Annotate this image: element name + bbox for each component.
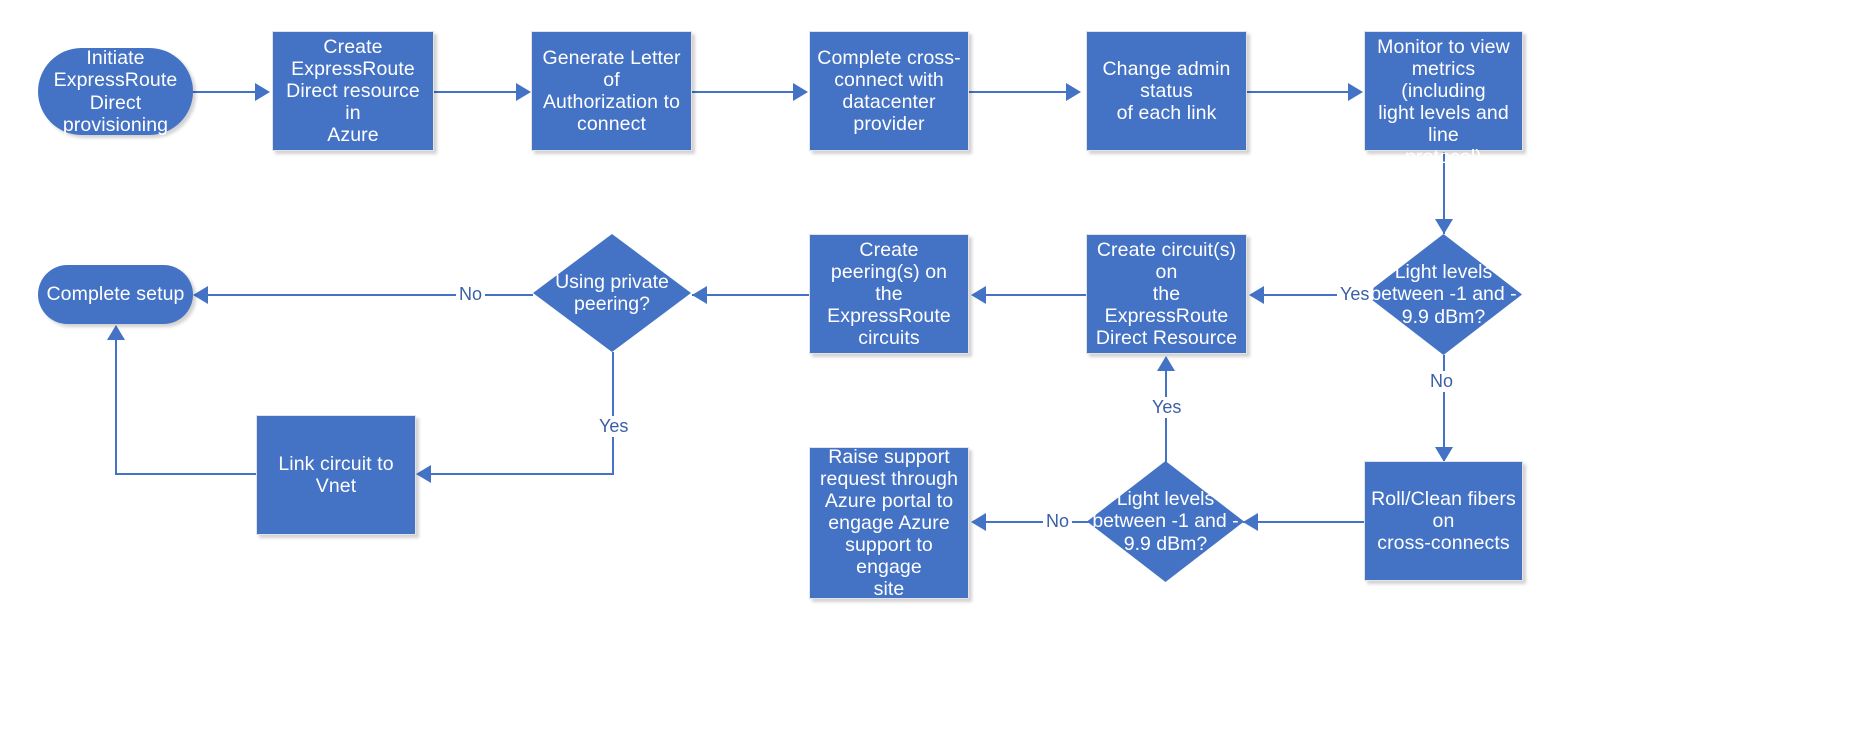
node-create-expressroute-direct[interactable]: Create ExpressRoute Direct resource in A… (272, 31, 434, 151)
node-label: Raise support request through Azure port… (819, 445, 959, 601)
node-using-private-peering-decision[interactable]: Using private peering? (533, 234, 691, 352)
arrowhead-lightlevels2-yes-to-circuits (1157, 356, 1175, 371)
node-label: Complete cross- connect with datacenter … (817, 46, 961, 136)
connector-create-to-loa (434, 91, 516, 93)
arrowhead-lightlevels1-no-to-rollclean (1435, 447, 1453, 462)
node-label: Create ExpressRoute Direct resource in A… (286, 35, 420, 147)
diamond-shape-icon (1087, 461, 1244, 582)
arrowhead-loa-to-crossconnect (793, 83, 808, 101)
connector-lightlevels1-no-to-rollclean (1443, 355, 1445, 461)
connector-admin-to-monitor (1247, 91, 1348, 93)
node-label: Create peering(s) on the ExpressRoute ci… (827, 238, 951, 350)
node-label: Complete setup (46, 283, 185, 306)
node-initiate-provisioning[interactable]: Initiate ExpressRoute Direct provisionin… (38, 47, 193, 136)
arrowhead-circuits-to-peerings (971, 286, 986, 304)
connector-lightlevels2-yes-to-circuits (1165, 371, 1167, 472)
edge-label-privatepeering-no: No (456, 284, 486, 305)
node-light-levels-decision-1[interactable]: Light levels between -1 and - 9.9 dBm? (1365, 234, 1522, 355)
connector-rollclean-to-lightlevels2 (1243, 521, 1365, 523)
arrowhead-peerings-to-privatepeering (692, 286, 707, 304)
arrowhead-linkvnet-to-complete (107, 325, 125, 340)
connector-linkvnet-to-complete-horizontal (115, 473, 256, 475)
arrowhead-create-to-loa (516, 83, 531, 101)
arrowhead-initiate-to-create (255, 83, 270, 101)
node-label: Link circuit to Vnet (278, 452, 394, 497)
arrowhead-crossconnect-to-admin (1066, 83, 1081, 101)
edge-label-lightlevels2-no: No (1043, 511, 1073, 532)
connector-privatepeering-yes-horizontal (431, 473, 614, 475)
node-link-circuit-to-vnet[interactable]: Link circuit to Vnet (256, 415, 416, 535)
node-label: Using private peering? (555, 270, 669, 315)
arrowhead-lightlevels1-yes-to-circuits (1249, 286, 1264, 304)
connector-peerings-to-privatepeering (692, 294, 810, 296)
connector-monitor-to-lightlevels1 (1443, 152, 1445, 234)
arrowhead-lightlevels2-no-to-support (971, 513, 986, 531)
node-label: Roll/Clean fibers on cross-connects (1371, 487, 1516, 555)
connector-lightlevels1-yes-to-circuits (1264, 294, 1382, 296)
arrowhead-privatepeering-yes-to-linkvnet (416, 465, 431, 483)
connector-crossconnect-to-admin (969, 91, 1066, 93)
node-light-levels-decision-2[interactable]: Light levels between -1 and - 9.9 dBm? (1087, 461, 1244, 582)
node-generate-letter-of-authorization[interactable]: Generate Letter of Authorization to conn… (531, 31, 692, 151)
node-label: Light levels between -1 and - 9.9 dBm? (1370, 261, 1517, 328)
node-create-circuits[interactable]: Create circuit(s) on the ExpressRoute Di… (1086, 234, 1247, 354)
node-label: Light levels between -1 and - 9.9 dBm? (1092, 488, 1239, 555)
connector-circuits-to-peerings (986, 294, 1087, 296)
node-label: Change admin status of each link (1102, 57, 1231, 125)
connector-initiate-to-create (193, 91, 255, 93)
arrowhead-privatepeering-no-to-complete (193, 286, 208, 304)
node-raise-support-request[interactable]: Raise support request through Azure port… (809, 445, 969, 601)
node-change-admin-status[interactable]: Change admin status of each link (1086, 31, 1247, 151)
connector-loa-to-crossconnect (692, 91, 793, 93)
edge-label-privatepeering-yes: Yes (596, 416, 632, 437)
node-utilize-azure-monitor[interactable]: Utilize Azure Monitor to view metrics (i… (1364, 14, 1523, 168)
node-label: Utilize Azure Monitor to view metrics (i… (1377, 13, 1510, 169)
connector-linkvnet-to-complete-vertical (115, 340, 117, 474)
node-label: Create circuit(s) on the ExpressRoute Di… (1095, 238, 1238, 350)
arrowhead-admin-to-monitor (1348, 83, 1363, 101)
connector-privatepeering-yes-vertical (612, 352, 614, 474)
edge-label-lightlevels1-no: No (1427, 371, 1457, 392)
node-label: Generate Letter of Authorization to conn… (542, 46, 681, 136)
edge-label-lightlevels1-yes: Yes (1337, 284, 1373, 305)
arrowhead-monitor-to-lightlevels1 (1435, 219, 1453, 234)
arrowhead-rollclean-to-lightlevels2 (1243, 513, 1258, 531)
node-create-peerings[interactable]: Create peering(s) on the ExpressRoute ci… (809, 234, 969, 354)
diamond-shape-icon (1365, 234, 1522, 355)
edge-label-lightlevels2-yes: Yes (1149, 397, 1185, 418)
node-label: Initiate ExpressRoute Direct provisionin… (53, 47, 178, 136)
diamond-shape-icon (533, 234, 691, 352)
node-complete-cross-connect[interactable]: Complete cross- connect with datacenter … (809, 31, 969, 151)
node-complete-setup[interactable]: Complete setup (38, 265, 193, 324)
node-roll-clean-fibers[interactable]: Roll/Clean fibers on cross-connects (1364, 461, 1523, 581)
connector-privatepeering-no-to-complete (208, 294, 533, 296)
